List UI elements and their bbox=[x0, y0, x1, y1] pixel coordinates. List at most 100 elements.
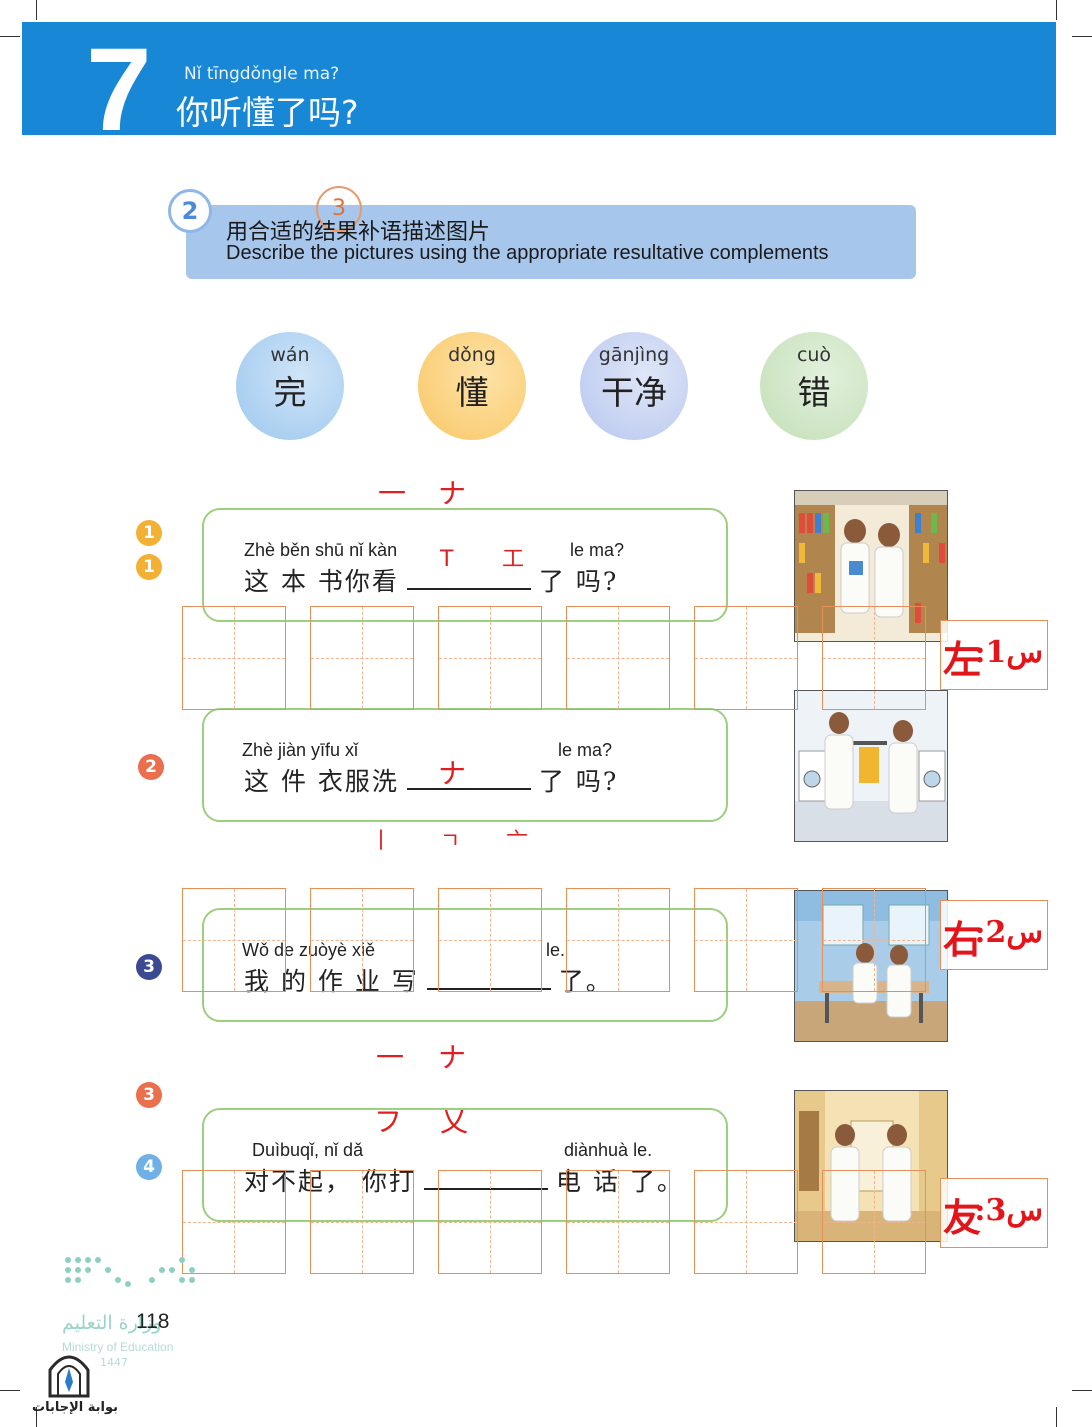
instruction-text-en: Describe the pictures using the appropri… bbox=[226, 242, 829, 264]
writing-cell[interactable] bbox=[310, 888, 414, 992]
activity-sub-number: 3 bbox=[316, 186, 362, 232]
exercise-badge: 2 bbox=[138, 754, 164, 780]
handwritten-stroke: 一 bbox=[378, 477, 407, 510]
question-label: س2: bbox=[974, 915, 1043, 950]
answer-blank[interactable] bbox=[423, 1168, 548, 1190]
handwritten-stroke: 工 bbox=[502, 547, 525, 572]
word-pinyin: cuò bbox=[796, 344, 832, 366]
word-bubble-ganjing: gānjìng 干净 bbox=[580, 332, 688, 440]
exercise-pinyin: diànhuà le. bbox=[564, 1140, 653, 1160]
word-bubble-cuo: cuò 错 bbox=[760, 332, 868, 440]
writing-cell[interactable] bbox=[438, 606, 542, 710]
exercise-pinyin: Duìbuqǐ, nǐ dǎ bbox=[252, 1140, 364, 1160]
instruction-text-cn: 用合适的结果补语描述图片 bbox=[226, 220, 491, 245]
exercise-pinyin: Wǒ de zuòyè xiě bbox=[242, 940, 376, 960]
lesson-title: 你听懂了吗? bbox=[176, 93, 359, 132]
exercise-box-4 bbox=[202, 1108, 728, 1222]
handwritten-stroke: フ bbox=[374, 1105, 403, 1138]
crop-mark bbox=[0, 1390, 20, 1391]
writing-cell[interactable] bbox=[694, 606, 798, 710]
writing-cell[interactable] bbox=[566, 1170, 670, 1274]
word-hanzi: 干净 bbox=[601, 373, 667, 412]
exercise-sentence: 这 件 衣服洗了 吗? bbox=[244, 767, 619, 796]
writing-cell[interactable] bbox=[566, 888, 670, 992]
ministry-logo-dots bbox=[65, 1257, 195, 1287]
word-bubble-wan: wán 完 bbox=[236, 332, 344, 440]
crop-mark bbox=[1072, 1390, 1092, 1391]
handwritten-stroke: 亠 bbox=[506, 829, 529, 854]
library-picture bbox=[794, 490, 948, 642]
lesson-banner bbox=[22, 22, 1056, 135]
lesson-number: 7 bbox=[86, 24, 152, 156]
handwritten-stroke: 丨 bbox=[370, 829, 393, 854]
exercise-sentence: 对不起， 你打电 话 了。 bbox=[244, 1167, 684, 1196]
classroom-picture bbox=[794, 890, 948, 1042]
writing-cell[interactable] bbox=[310, 1170, 414, 1274]
question-label: س1: bbox=[974, 635, 1043, 670]
exercise-pinyin: le ma? bbox=[570, 540, 625, 560]
handwritten-stroke: ナ bbox=[438, 757, 467, 790]
exercise-sentence: 我 的 作 业 写了。 bbox=[244, 967, 613, 996]
activity-number: 2 bbox=[168, 189, 212, 233]
ministry-year: 1447 bbox=[100, 1356, 128, 1369]
handwritten-stroke: ナ bbox=[438, 1041, 467, 1074]
writing-cell[interactable] bbox=[694, 888, 798, 992]
word-pinyin: wán bbox=[270, 344, 310, 366]
writing-cell[interactable] bbox=[438, 1170, 542, 1274]
word-pinyin: gānjìng bbox=[598, 344, 670, 366]
page-number: 118 bbox=[136, 1310, 170, 1333]
answer-char: 右 bbox=[943, 918, 982, 962]
handwritten-stroke: 一 bbox=[376, 1041, 405, 1074]
crop-mark bbox=[0, 36, 20, 37]
writing-cell[interactable] bbox=[182, 606, 286, 710]
answer-blank[interactable] bbox=[426, 968, 551, 990]
answer-label-1: 左 س1: bbox=[940, 620, 1048, 690]
exercise-badge: 1 bbox=[136, 554, 162, 580]
writing-cell[interactable] bbox=[310, 606, 414, 710]
instruction-bar bbox=[186, 205, 916, 279]
exercise-badge: 4 bbox=[136, 1154, 162, 1180]
crop-mark bbox=[1056, 1407, 1057, 1427]
writing-cell[interactable] bbox=[182, 1170, 286, 1274]
word-bubble-dong: dǒng 懂 bbox=[418, 332, 526, 440]
question-label: س3: bbox=[974, 1193, 1043, 1228]
handwritten-stroke: ㄱ bbox=[440, 829, 461, 854]
crop-mark bbox=[1056, 0, 1057, 20]
ministry-name-ar: وزارة التعليم bbox=[62, 1312, 162, 1334]
answer-blank[interactable] bbox=[406, 768, 531, 790]
writing-cell[interactable] bbox=[822, 1170, 926, 1274]
portal-name: بوابة الإجابات bbox=[32, 1400, 118, 1415]
word-pinyin: dǒng bbox=[448, 344, 496, 366]
ministry-name-en: Ministry of Education bbox=[62, 1340, 174, 1354]
lesson-title-pinyin: Nǐ tīngdǒngle ma? bbox=[184, 64, 340, 84]
exercise-pinyin: le ma? bbox=[558, 740, 613, 760]
crop-mark bbox=[36, 0, 37, 20]
writing-cell[interactable] bbox=[822, 888, 926, 992]
word-hanzi: 懂 bbox=[455, 373, 489, 412]
word-hanzi: 完 bbox=[273, 373, 307, 412]
handwritten-stroke: ナ bbox=[438, 477, 467, 510]
exercise-badge: 3 bbox=[136, 1082, 162, 1108]
exercise-box-3 bbox=[202, 908, 728, 1022]
exercise-pinyin: Zhè jiàn yīfu xǐ bbox=[242, 740, 359, 760]
exercise-badge: 1 bbox=[136, 520, 162, 546]
crop-mark bbox=[36, 1407, 37, 1427]
answer-blank[interactable] bbox=[406, 568, 531, 590]
answer-label-2: 右 س2: bbox=[940, 900, 1048, 970]
writing-cell[interactable] bbox=[694, 1170, 798, 1274]
writing-cell[interactable] bbox=[822, 606, 926, 710]
laundry-picture bbox=[794, 690, 948, 842]
answer-label-3: 友 س3: bbox=[940, 1178, 1048, 1248]
writing-cell[interactable] bbox=[566, 606, 670, 710]
handwritten-stroke: 乂 bbox=[440, 1105, 469, 1138]
writing-cell[interactable] bbox=[182, 888, 286, 992]
portal-logo-icon bbox=[48, 1355, 90, 1398]
exercise-badge: 3 bbox=[136, 954, 162, 980]
handwritten-stroke: T bbox=[440, 547, 454, 572]
writing-cell[interactable] bbox=[438, 888, 542, 992]
answer-char: 友 bbox=[943, 1196, 982, 1240]
exercise-pinyin: Zhè běn shū nǐ kàn bbox=[244, 540, 398, 560]
word-hanzi: 错 bbox=[797, 373, 831, 412]
answer-char: 左 bbox=[943, 638, 982, 682]
exercise-sentence: 这 本 书你看了 吗? bbox=[244, 567, 619, 596]
